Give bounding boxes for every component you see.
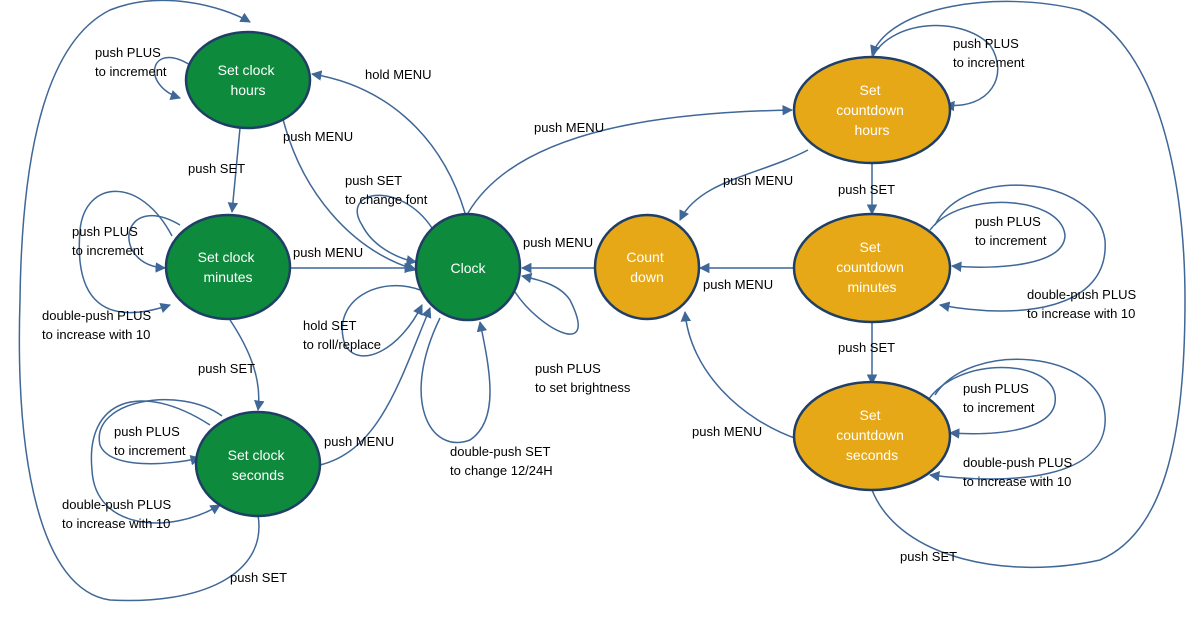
edge-cd-minutes-plus-loop <box>929 201 1066 273</box>
label-cd-minutes-plus: push PLUS to increment <box>975 214 1047 248</box>
state-set-clock-minutes: Set clock minutes <box>164 213 292 321</box>
state-set-clock-hours-circle <box>184 30 312 130</box>
edge-seconds-to-hours <box>18 0 260 602</box>
label-minutes-plus: push PLUS to increment <box>72 224 144 258</box>
transition-labels: push PLUS to increment hold MENU push ME… <box>42 36 1140 585</box>
label-cd-seconds-to-hours-set: push SET <box>900 549 957 564</box>
label-cd-seconds-to-countdown: push MENU <box>692 424 762 439</box>
edge-roll-replace-loop <box>341 285 423 357</box>
state-count-down-circle <box>593 213 701 321</box>
state-count-down: Count down <box>593 213 701 321</box>
edge-cd-seconds-plus-loop <box>927 366 1056 439</box>
state-set-countdown-minutes-label: Set countdown minutes <box>836 239 908 295</box>
state-set-countdown-seconds: Set countdown seconds <box>792 380 952 492</box>
state-count-down-label: Count down <box>626 249 667 285</box>
state-set-countdown-seconds-circle <box>792 380 952 492</box>
edge-change-font-loop <box>356 194 433 266</box>
label-seconds-plus: push PLUS to increment <box>114 424 186 458</box>
state-set-clock-hours: Set clock hours <box>184 30 312 130</box>
edge-hours-plus-loop <box>153 57 191 101</box>
transitions <box>18 0 1186 602</box>
edge-cd-seconds-to-countdown <box>680 310 801 441</box>
state-set-countdown-hours-circle <box>792 55 952 165</box>
state-set-countdown-hours-label: Set countdown hours <box>836 82 908 138</box>
label-cd-minutes-to-seconds-set: push SET <box>838 340 895 355</box>
label-change-font: push SET to change font <box>345 173 428 207</box>
state-clock-label: Clock <box>450 260 486 276</box>
state-set-countdown-hours: Set countdown hours <box>792 55 952 165</box>
state-set-clock-seconds-circle <box>194 410 322 518</box>
edge-hours-to-minutes <box>227 127 241 214</box>
edge-change-12-24-loop <box>420 317 491 444</box>
state-set-clock-hours-label: Set clock hours <box>218 62 279 98</box>
state-set-countdown-minutes-circle <box>792 212 952 324</box>
state-set-clock-seconds: Set clock seconds <box>194 410 322 518</box>
edge-minutes-double-loop <box>78 190 173 314</box>
state-set-clock-seconds-label: Set clock seconds <box>228 447 289 483</box>
label-hours-push-menu: push MENU <box>283 129 353 144</box>
edge-minutes-to-seconds <box>229 319 265 412</box>
state-set-countdown-minutes: Set countdown minutes <box>792 212 952 324</box>
state-clock-circle <box>414 212 522 322</box>
edge-clock-to-cd-hours <box>467 104 794 214</box>
edge-cd-minutes-double-loop <box>934 184 1106 312</box>
label-hours-to-minutes-set: push SET <box>188 161 245 176</box>
label-minutes-double-plus: double-push PLUS to increase with 10 <box>42 308 155 342</box>
label-change-12-24: double-push SET to change 12/24H <box>450 444 554 478</box>
label-minutes-push-menu: push MENU <box>293 245 363 260</box>
label-cd-hours-to-countdown: push MENU <box>723 173 793 188</box>
label-cd-hours-plus: push PLUS to increment <box>953 36 1025 70</box>
label-cd-seconds-plus: push PLUS to increment <box>963 381 1035 415</box>
edge-brightness-loop <box>514 272 579 335</box>
label-cd-hours-to-minutes-set: push SET <box>838 182 895 197</box>
label-minutes-to-seconds-set: push SET <box>198 361 255 376</box>
label-brightness: push PLUS to set brightness <box>535 361 631 395</box>
label-countdown-to-clock: push MENU <box>523 235 593 250</box>
label-cd-minutes-to-countdown: push MENU <box>703 277 773 292</box>
state-set-clock-minutes-label: Set clock minutes <box>198 249 259 285</box>
edge-seconds-double-loop <box>90 400 221 524</box>
label-clock-hours-plus: push PLUS to increment <box>95 45 167 79</box>
label-cd-minutes-double-plus: double-push PLUS to increase with 10 <box>1027 287 1140 321</box>
state-clock: Clock <box>414 212 522 322</box>
edge-cd-seconds-to-hours <box>870 0 1186 569</box>
label-roll-replace: hold SET to roll/replace <box>303 318 381 352</box>
edge-seconds-menu <box>319 307 432 466</box>
state-set-clock-minutes-circle <box>164 213 292 321</box>
edge-cd-hours-to-countdown <box>679 149 809 221</box>
label-seconds-push-menu: push MENU <box>324 434 394 449</box>
edge-cd-hours-plus-loop <box>871 24 999 112</box>
label-hold-menu: hold MENU <box>365 67 431 82</box>
edge-hours-menu <box>281 114 418 273</box>
label-clock-to-cd-hours: push MENU <box>534 120 604 135</box>
edge-hold-menu <box>310 70 466 214</box>
edge-cd-seconds-double-loop <box>928 358 1106 482</box>
state-set-countdown-seconds-label: Set countdown seconds <box>836 407 908 463</box>
edge-seconds-plus-loop <box>98 398 223 466</box>
label-seconds-double-plus: double-push PLUS to increase with 10 <box>62 497 175 531</box>
label-seconds-to-hours-set: push SET <box>230 570 287 585</box>
states: Set clock hours Set clock minutes Set cl… <box>164 30 952 518</box>
label-cd-seconds-double-plus: double-push PLUS to increase with 10 <box>963 455 1076 489</box>
